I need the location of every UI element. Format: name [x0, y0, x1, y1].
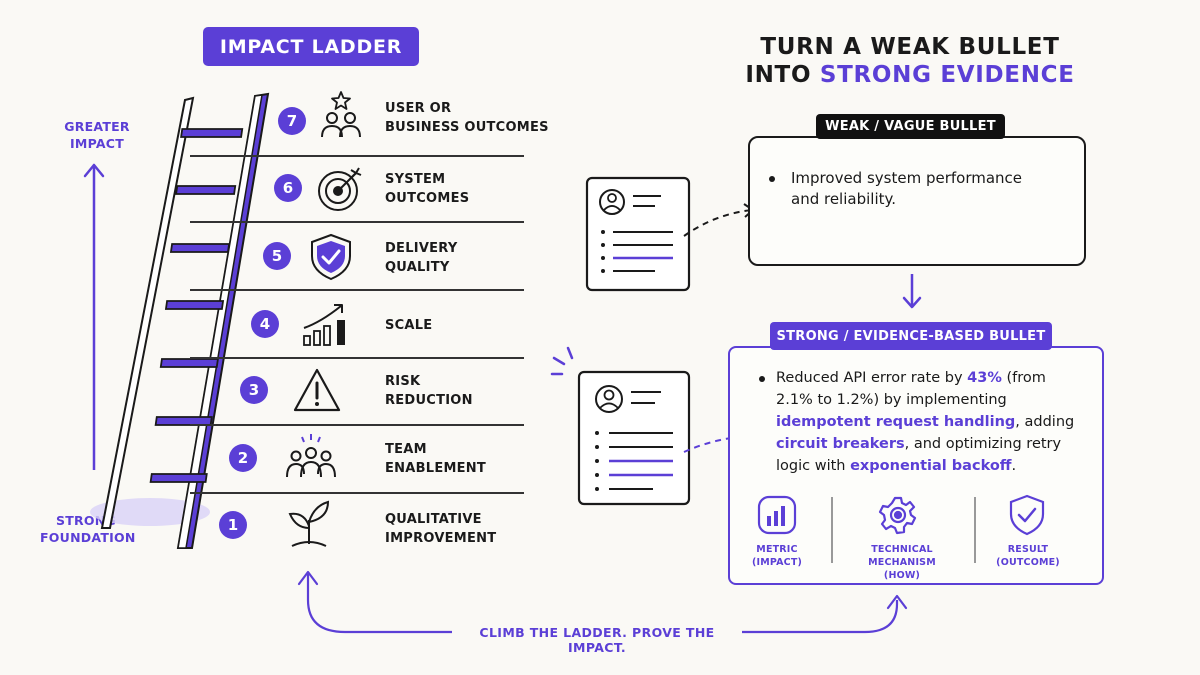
rung-4-number: 4 [251, 310, 279, 338]
pillar-metric-label: METRIC (IMPACT) [751, 544, 803, 568]
strong-bullet-text: Reduced API error rate by 43% (from 2.1%… [776, 367, 1081, 477]
shield-check-icon [1009, 494, 1045, 536]
rung-5-number: 5 [263, 242, 291, 270]
down-arrow-icon [902, 274, 922, 309]
right-title-prefix: INTO [745, 62, 820, 88]
weak-bullet-dot [769, 176, 775, 182]
resume-document-icon [585, 176, 691, 292]
strong-text-highlight: circuit breakers [776, 436, 905, 452]
rung-7-number: 7 [278, 107, 306, 135]
rung-divider [190, 289, 524, 291]
rung-2-number: 2 [229, 444, 257, 472]
rung-3-label: RISK REDUCTION [385, 374, 473, 408]
rung-divider [190, 424, 524, 426]
strong-text-part: . [1011, 458, 1017, 474]
weak-bullet-tag: WEAK / VAGUE BULLET [816, 114, 1005, 139]
team-icon [286, 434, 336, 478]
ladder-title: IMPACT LADDER [203, 27, 419, 66]
strong-text-part: , adding [1015, 414, 1075, 430]
rung-7-label: USER OR BUSINESS OUTCOMES [385, 101, 549, 135]
strong-text-part: , and optimizing retry logic with [776, 436, 1062, 474]
strong-bullet-dot [759, 376, 765, 382]
pillar-divider [831, 497, 833, 563]
pillar-mechanism-label: TECHNICAL MECHANISM (HOW) [868, 544, 936, 581]
greater-impact-label: GREATER IMPACT [64, 119, 130, 151]
strong-text-part: Reduced API error rate by [776, 370, 968, 386]
target-icon [318, 167, 362, 211]
rung-1-number: 1 [219, 511, 247, 539]
sprout-icon [288, 500, 330, 547]
weak-bullet-box [748, 136, 1086, 266]
rung-6-label: SYSTEM OUTCOMES [385, 172, 470, 206]
ladder-illustration [90, 92, 270, 549]
strong-text-highlight: idempotent request handling [776, 414, 1016, 430]
resume-document-icon [577, 370, 691, 506]
pillar-result-label: RESULT (OUTCOME) [996, 544, 1060, 568]
shield-check-icon [311, 233, 351, 281]
rung-5-label: DELIVERY QUALITY [385, 241, 458, 275]
right-title: TURN A WEAK BULLET INTO STRONG EVIDENCE [720, 33, 1100, 89]
users-star-icon [321, 91, 361, 138]
rung-divider [190, 492, 524, 494]
right-title-highlight: STRONG EVIDENCE [819, 62, 1075, 88]
strong-text-highlight: exponential backoff [850, 458, 1012, 474]
sparkle-icon [550, 346, 574, 376]
rung-1-label: QUALITATIVE IMPROVEMENT [385, 512, 497, 546]
pillar-divider [974, 497, 976, 563]
strong-text-highlight: 43% [967, 370, 1002, 386]
rung-divider [190, 155, 524, 157]
rung-3-number: 3 [240, 376, 268, 404]
right-title-line1: TURN A WEAK BULLET [760, 34, 1060, 60]
bottom-caption: CLIMB THE LADDER. PROVE THE IMPACT. [452, 625, 742, 655]
rung-6-number: 6 [274, 174, 302, 202]
warning-icon [293, 368, 341, 412]
rung-divider [190, 357, 524, 359]
up-arrow-icon [83, 163, 105, 470]
bar-chart-icon [757, 495, 797, 535]
strong-text-part: (from 2.1% to 1.2%) by implementing [776, 370, 1046, 408]
rung-2-label: TEAM ENABLEMENT [385, 442, 487, 476]
gear-icon [878, 496, 917, 535]
strong-bullet-tag: STRONG / EVIDENCE-BASED BULLET [770, 322, 1052, 350]
growth-chart-icon [303, 304, 345, 346]
rung-4-label: SCALE [385, 318, 433, 333]
rung-divider [190, 221, 524, 223]
weak-bullet-text: Improved system performance and reliabil… [791, 169, 1023, 208]
right-title-line2: INTO STRONG EVIDENCE [720, 61, 1100, 89]
